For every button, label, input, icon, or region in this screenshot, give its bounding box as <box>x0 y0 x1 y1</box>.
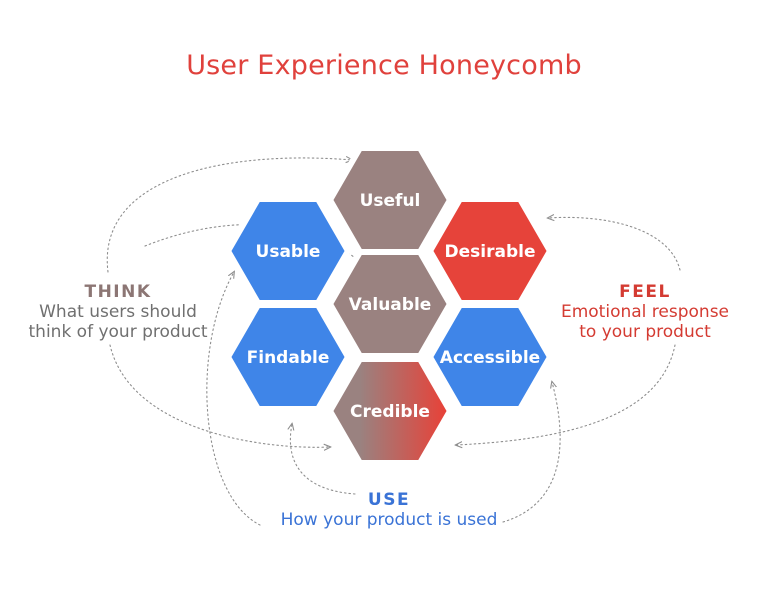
use-heading: USE <box>367 490 411 510</box>
arrow-feel-to-desirable <box>548 217 681 271</box>
hex-label-findable: Findable <box>247 348 330 368</box>
arrow-use-to-usable <box>206 272 261 526</box>
hex-credible <box>327 356 453 466</box>
use-group: USE How your product is used <box>264 490 514 530</box>
arrow-use-to-accessible <box>502 382 561 523</box>
arrow-think-to-useful <box>106 158 352 273</box>
think-line-2: think of your product <box>28 322 208 342</box>
arrow-use-to-credible-left <box>290 424 356 495</box>
hex-findable <box>225 302 351 412</box>
arrow-think-to-credible <box>109 344 330 447</box>
feel-group: FEEL Emotional response to your product <box>550 282 740 342</box>
think-group: THINK What users should think of your pr… <box>18 282 218 342</box>
hex-label-useful: Useful <box>360 191 421 211</box>
hex-label-usable: Usable <box>256 242 321 262</box>
hex-label-valuable: Valuable <box>349 295 432 315</box>
use-line-1: How your product is used <box>280 510 498 530</box>
feel-line-2: to your product <box>579 322 711 342</box>
arrow-feel-to-credible <box>456 344 676 445</box>
feel-line-1: Emotional response <box>560 302 730 322</box>
hex-label-desirable: Desirable <box>445 242 536 262</box>
hex-label-accessible: Accessible <box>440 348 540 368</box>
think-heading: THINK <box>84 282 152 302</box>
page-title: User Experience Honeycomb <box>186 50 582 81</box>
think-line-1: What users should <box>39 302 197 322</box>
feel-heading: FEEL <box>619 282 671 302</box>
hex-label-credible: Credible <box>350 402 430 422</box>
hex-accessible <box>427 302 553 412</box>
